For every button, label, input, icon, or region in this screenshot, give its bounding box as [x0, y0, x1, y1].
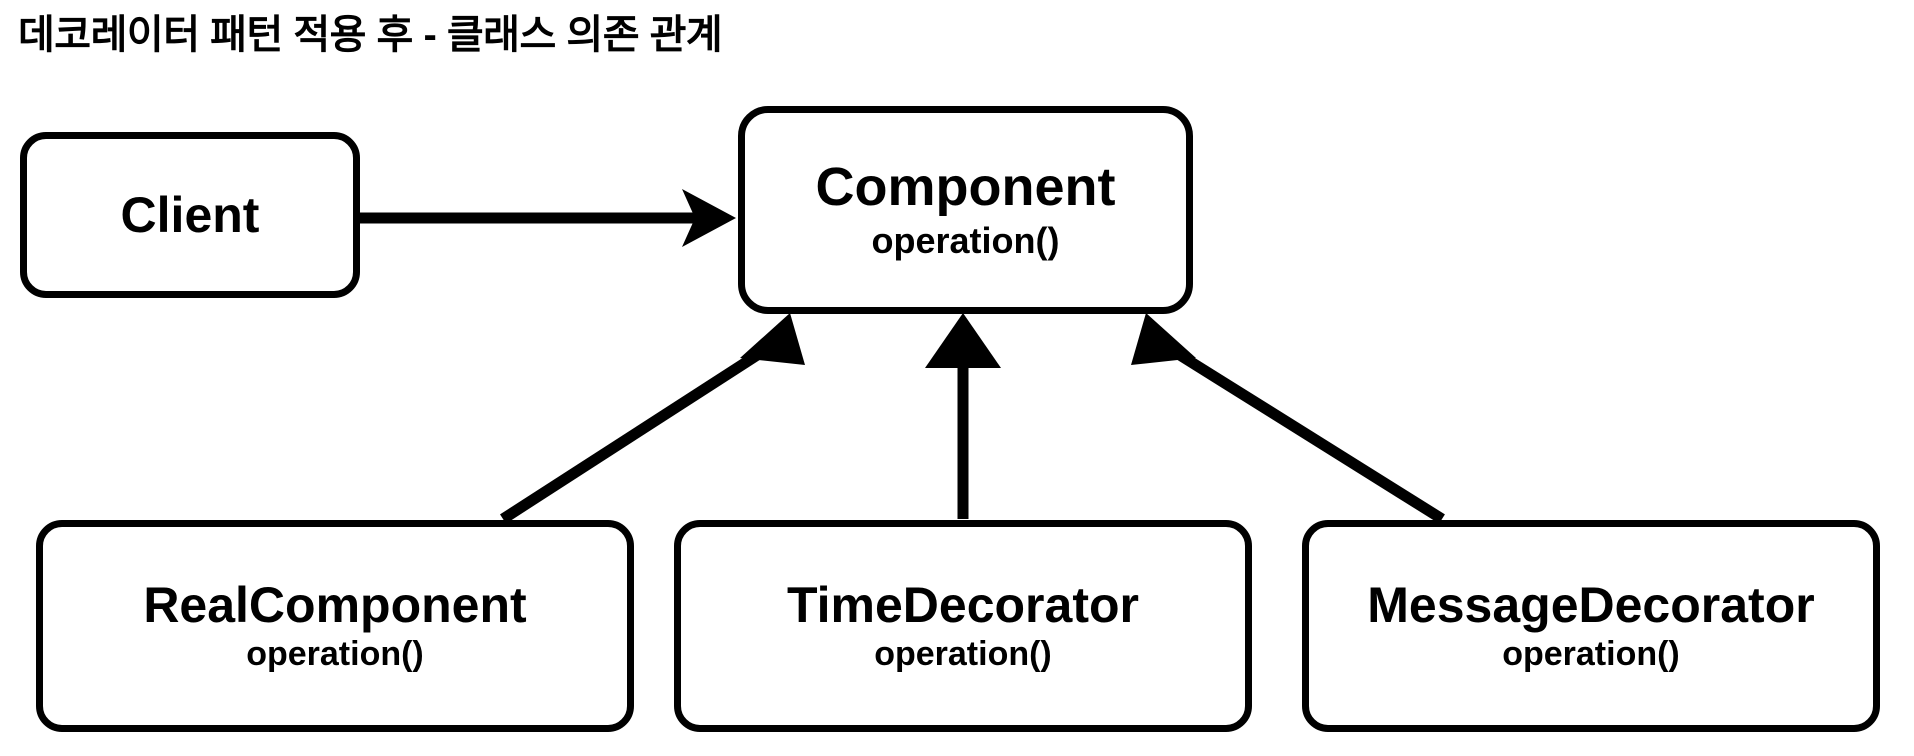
- edge-messagedecorator-to-component-line: [1172, 347, 1445, 524]
- class-node-component-title: Component: [815, 156, 1116, 217]
- class-node-timedecorator-title: TimeDecorator: [787, 577, 1139, 634]
- edge-client-to-component-arrowhead: [682, 189, 736, 247]
- edge-realcomponent-to-component-arrowhead: [740, 313, 805, 365]
- class-node-messagedecorator-operation: operation(): [1502, 635, 1680, 674]
- class-node-realcomponent[interactable]: RealComponent operation(): [36, 520, 634, 732]
- class-node-timedecorator-operation: operation(): [874, 635, 1052, 674]
- edge-client-to-component: [360, 189, 736, 247]
- class-node-client[interactable]: Client: [20, 132, 360, 298]
- class-node-realcomponent-title: RealComponent: [143, 577, 527, 634]
- class-node-component[interactable]: Component operation(): [738, 106, 1193, 314]
- edge-messagedecorator-to-component: [1131, 313, 1445, 524]
- edge-realcomponent-to-component-line: [500, 347, 765, 524]
- class-node-realcomponent-operation: operation(): [246, 635, 424, 674]
- edge-messagedecorator-to-component-arrowhead: [1131, 313, 1196, 365]
- class-node-messagedecorator-title: MessageDecorator: [1367, 577, 1815, 634]
- page-title: 데코레이터 패턴 적용 후 - 클래스 의존 관계: [18, 13, 723, 57]
- class-node-client-title: Client: [120, 186, 260, 243]
- edge-realcomponent-to-component: [500, 313, 805, 524]
- class-node-messagedecorator[interactable]: MessageDecorator operation(): [1302, 520, 1880, 732]
- class-node-timedecorator[interactable]: TimeDecorator operation(): [674, 520, 1252, 732]
- edge-timedecorator-to-component-arrowhead: [925, 313, 1001, 368]
- class-node-component-operation: operation(): [871, 220, 1060, 262]
- edge-timedecorator-to-component: [925, 313, 1001, 519]
